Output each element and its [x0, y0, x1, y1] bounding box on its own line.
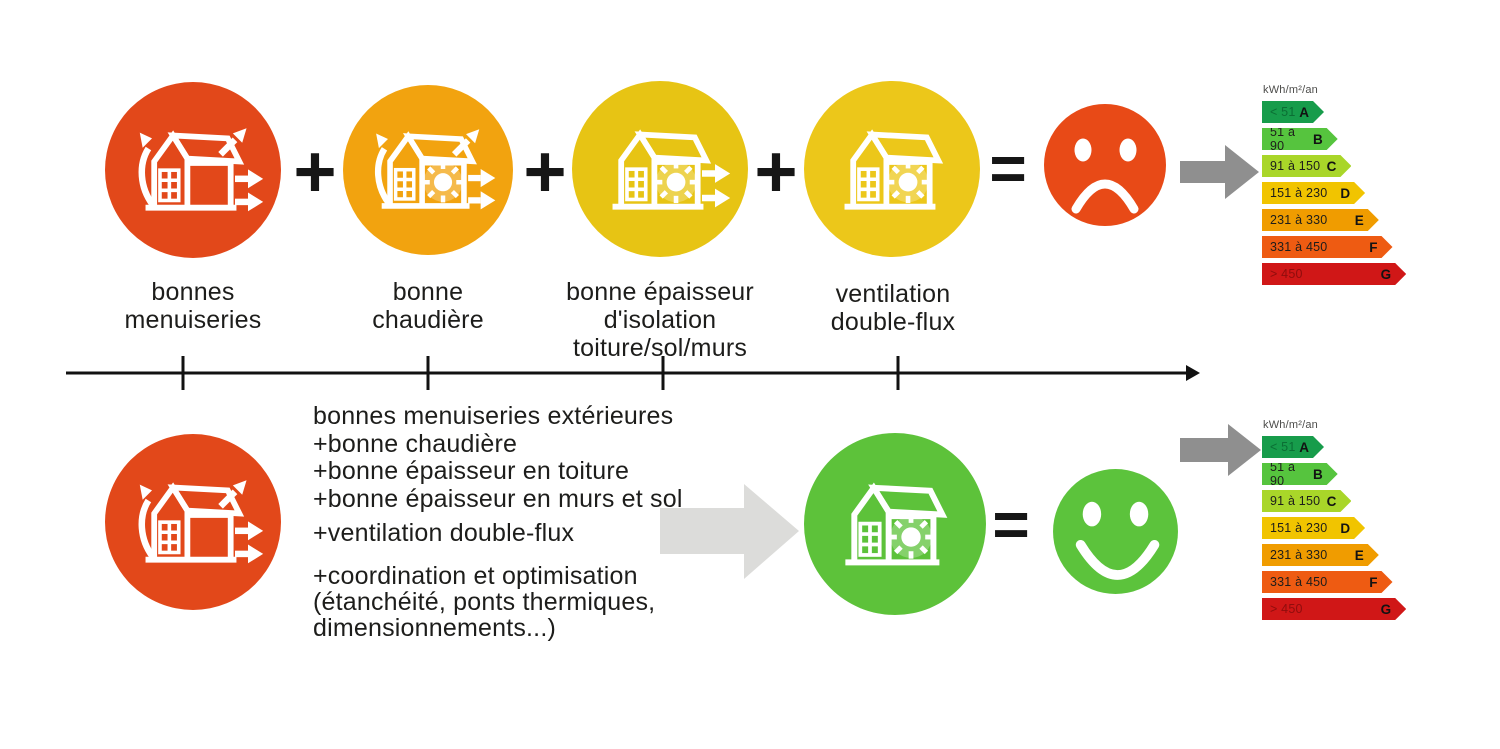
- energy-scale-row-C: 91 à 150 C: [1262, 490, 1351, 512]
- energy-scale-row-F: 331 à 450 F: [1262, 571, 1393, 593]
- energy-range-label: 331 à 450: [1270, 575, 1328, 589]
- summary-measures: bonnes menuiseries extérieures +bonne ch…: [313, 402, 683, 513]
- energy-grade-letter: E: [1354, 212, 1364, 228]
- energy-scale-row-C: 91 à 150 C: [1262, 155, 1351, 177]
- start-circle-heat-loss: [105, 434, 281, 610]
- energy-grade-letter: C: [1326, 493, 1337, 509]
- step-label-bonne-chaudiere: bonne chaudière: [372, 278, 484, 334]
- house-heat-loss-icon: [138, 128, 263, 212]
- step-label-bonnes-menuiseries: bonnes menuiseries: [124, 278, 262, 334]
- energy-range-label: < 51: [1270, 105, 1296, 119]
- energy-scale-row-B: 51 à 90 B: [1262, 463, 1338, 485]
- energy-range-label: 231 à 330: [1270, 213, 1328, 227]
- energy-scale-unit: kWh/m²/an: [1263, 84, 1318, 96]
- plus-operator: +: [754, 130, 798, 213]
- energy-range-label: > 450: [1270, 267, 1303, 281]
- energy-grade-letter: F: [1369, 574, 1378, 590]
- energy-grade-letter: G: [1380, 266, 1392, 282]
- plus-operator: +: [523, 130, 567, 213]
- house-heat-loss-icon: [138, 480, 263, 564]
- energy-range-label: 91 à 150: [1270, 494, 1321, 508]
- energy-grade-letter: F: [1369, 239, 1378, 255]
- step-circle-ventilation: [804, 81, 980, 257]
- energy-range-label: 91 à 150: [1270, 159, 1321, 173]
- energy-scale-row-E: 231 à 330 E: [1262, 544, 1379, 566]
- house-heater-heat-loss-icon: [375, 129, 496, 210]
- energy-range-label: 331 à 450: [1270, 240, 1328, 254]
- plus-operator: +: [293, 130, 337, 213]
- energy-grade-letter: D: [1340, 185, 1351, 201]
- energy-scale-row-D: 151 à 230 D: [1262, 517, 1365, 539]
- equals-operator: =: [989, 132, 1027, 204]
- energy-grade-letter: E: [1354, 547, 1364, 563]
- energy-range-label: 231 à 330: [1270, 548, 1328, 562]
- energy-grade-letter: D: [1340, 520, 1351, 536]
- energy-grade-letter: B: [1312, 131, 1323, 147]
- happy-face-icon: [1053, 469, 1178, 594]
- energy-scale-row-G: > 450 G: [1262, 263, 1406, 285]
- energy-range-label: 151 à 230: [1270, 186, 1328, 200]
- energy-scale-row-E: 231 à 330 E: [1262, 209, 1379, 231]
- step-label-ventilation: ventilation double-flux: [830, 280, 956, 336]
- energy-grade-letter: C: [1326, 158, 1337, 174]
- step-circle-bonne-chaudiere: [343, 85, 513, 255]
- arrow-right-icon: [1180, 145, 1259, 199]
- sun-icon: [889, 515, 934, 560]
- summary-ventilation: +ventilation double-flux: [313, 519, 575, 547]
- house-efficient-icon: [845, 482, 948, 566]
- house-ventilation-icon: [844, 129, 943, 210]
- energy-grade-letter: G: [1380, 601, 1392, 617]
- step-circle-isolation: [572, 81, 748, 257]
- arrow-right-light-icon: [660, 484, 799, 579]
- summary-coordination: +coordination et optimisation (étanchéit…: [313, 561, 656, 642]
- sad-face-icon: [1044, 104, 1166, 226]
- arrow-right-icon: [1180, 424, 1261, 476]
- energy-scale-row-B: 51 à 90 B: [1262, 128, 1338, 150]
- step-circle-bonnes-menuiseries: [105, 82, 281, 258]
- house-insulation-icon: [612, 129, 730, 210]
- energy-grade-letter: A: [1299, 104, 1309, 120]
- sun-icon: [886, 161, 929, 203]
- energy-range-label: < 51: [1270, 440, 1296, 454]
- energy-range-label: 51 à 90: [1270, 460, 1296, 488]
- timeline-axis: [66, 356, 1200, 390]
- energy-scale-row-G: > 450 G: [1262, 598, 1406, 620]
- energy-grade-letter: A: [1299, 439, 1309, 455]
- sun-icon: [654, 161, 697, 203]
- energy-scale-row-D: 151 à 230 D: [1262, 182, 1365, 204]
- energy-range-label: 51 à 90: [1270, 125, 1296, 153]
- energy-scale-unit: kWh/m²/an: [1263, 419, 1318, 431]
- energy-range-label: > 450: [1270, 602, 1303, 616]
- renovation-summary-list: bonnes menuiseries extérieures +bonne ch…: [313, 402, 733, 642]
- result-circle-efficient-house: [804, 433, 986, 615]
- sun-icon: [423, 162, 464, 203]
- energy-range-label: 151 à 230: [1270, 521, 1328, 535]
- energy-grade-letter: B: [1312, 466, 1323, 482]
- energy-scale-row-F: 331 à 450 F: [1262, 236, 1393, 258]
- step-label-isolation: bonne épaisseur d'isolation toiture/sol/…: [566, 278, 754, 362]
- equals-operator: =: [992, 488, 1030, 560]
